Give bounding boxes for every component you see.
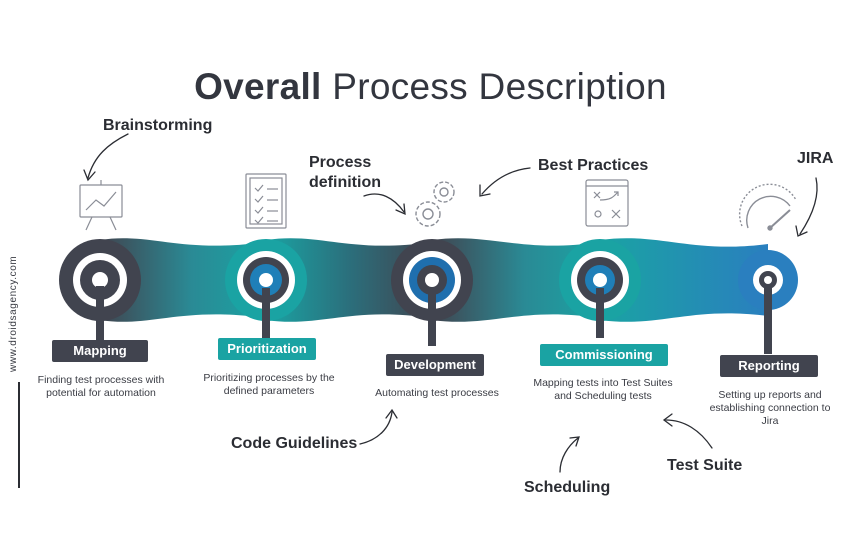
arrow-test-suite [665,419,713,449]
annotation-best-practices: Best Practices [538,157,649,174]
watermark-divider [18,382,20,488]
annotation-process-definition-line1: Process [309,154,372,171]
arrow-jira [799,177,818,235]
node-commissioning [559,239,641,338]
arrow-test-suite-head [662,413,673,427]
arrow-scheduling-head [569,436,580,447]
annotation-process-definition-line2: definition [309,174,381,191]
strategy-board-icon [585,179,629,227]
stage-label-development: Development [386,354,484,376]
link-1 [100,238,266,322]
speedometer-icon [738,183,797,231]
stage-description-development: Automating test processes [375,387,499,399]
arrow-jira-head [795,225,808,237]
stage-description-reporting: Setting up reports and establishing conn… [709,389,831,427]
stage-description-prioritization: Prioritizing processes by the defined pa… [203,372,335,397]
node-prioritization [225,239,307,338]
stage-description-commissioning: Mapping tests into Test Suites and Sched… [533,377,673,402]
annotation-test-suite: Test Suite [667,457,743,474]
node-reporting [738,250,798,354]
link-4 [600,238,768,322]
arrow-process-definition [363,193,405,213]
page-title: Overall Process Description [0,66,861,108]
node-mapping [59,239,141,340]
annotation-jira: JIRA [797,150,834,167]
annotation-scheduling: Scheduling [524,479,611,496]
link-2 [266,238,432,322]
node-development [391,239,473,346]
arrow-best-practices [481,167,531,195]
presentation-board-icon [79,180,123,231]
annotation-code-guidelines: Code Guidelines [231,435,358,452]
stage-description-mapping: Finding test processes with potential fo… [37,374,165,399]
arrow-best-practices-head [479,184,491,197]
gears-icon [415,181,455,227]
arrow-process-definition-head [395,203,406,216]
checklist-icon [245,173,287,229]
stage-label-reporting: Reporting [720,355,818,377]
arrow-code-guidelines-head [385,408,398,419]
stage-label-prioritization: Prioritization [218,338,316,360]
arrow-brainstorming [87,133,129,179]
arrow-code-guidelines [359,411,393,445]
arrow-scheduling [559,437,579,473]
stage-label-mapping: Mapping [52,340,148,362]
title-rest: Process Description [321,66,667,107]
link-3 [432,238,600,322]
stage-label-commissioning: Commissioning [540,344,668,366]
arrow-brainstorming-head [83,169,96,182]
title-bold: Overall [194,66,322,107]
annotation-brainstorming: Brainstorming [103,117,213,134]
